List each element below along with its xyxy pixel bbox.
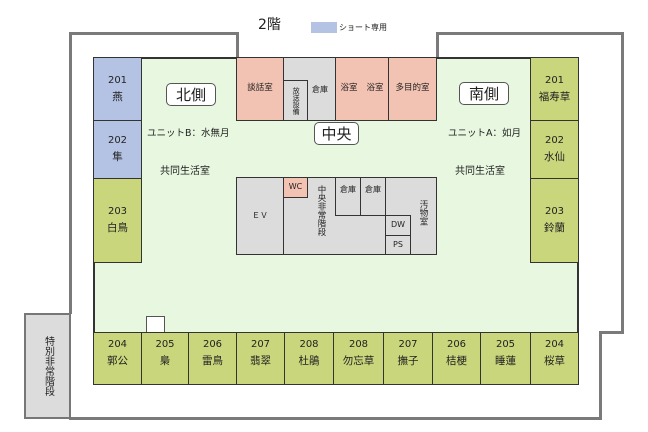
- special-emergency-stairs: 特別非常階段: [24, 313, 71, 419]
- outer-wall: [436, 32, 439, 58]
- dw-label: DW: [390, 220, 406, 230]
- room-number: 208: [348, 339, 369, 350]
- room-number: 208: [299, 339, 319, 350]
- room-south-205[interactable]: 205 睡蓮: [480, 332, 531, 385]
- outer-wall: [69, 417, 602, 420]
- bathroom-1: 浴室: [335, 57, 363, 121]
- room-number: 207: [398, 339, 418, 350]
- ev-label: ＥＶ: [252, 210, 268, 220]
- room-north-201[interactable]: 201 燕: [93, 57, 142, 121]
- room-north-204[interactable]: 204 郭公: [93, 332, 142, 385]
- room-number: 204: [544, 339, 565, 350]
- north-side-label: 北側: [166, 83, 216, 106]
- room-name: 福寿草: [538, 90, 571, 103]
- room-name: 水仙: [544, 151, 565, 164]
- room-name: 梟: [159, 355, 171, 367]
- room-number: 201: [107, 74, 128, 86]
- room-north-208[interactable]: 208 杜鵑: [284, 332, 334, 385]
- small-box: [146, 316, 165, 333]
- north-living-room: 共同生活室: [160, 166, 210, 177]
- bath-label: 浴室: [366, 83, 384, 94]
- room-name: 桔梗: [446, 355, 467, 367]
- wc: WC: [283, 177, 308, 198]
- storage-2: 倉庫: [360, 177, 386, 216]
- room-south-203[interactable]: 203 鈴蘭: [530, 178, 579, 263]
- room-north-205[interactable]: 205 梟: [141, 332, 189, 385]
- outer-wall: [236, 32, 239, 58]
- room-name: 白鳥: [107, 222, 128, 235]
- room-south-202[interactable]: 202 水仙: [530, 120, 579, 179]
- outer-wall: [599, 331, 602, 420]
- storage-label: 倉庫: [365, 185, 381, 194]
- elevator: ＥＶ: [236, 177, 284, 255]
- soiled-room-label: 汚物室: [418, 200, 428, 226]
- room-number: 205: [155, 339, 175, 350]
- room-south-204[interactable]: 204 桜草: [530, 332, 579, 385]
- room-north-206[interactable]: 206 雷鳥: [188, 332, 237, 385]
- outer-wall: [69, 32, 72, 314]
- storage-1: 倉庫: [335, 177, 361, 216]
- bathroom-2: 浴室: [362, 57, 389, 121]
- storage-label: 倉庫: [312, 85, 328, 94]
- dumbwaiter: DW: [385, 215, 411, 236]
- outer-wall: [69, 32, 239, 35]
- room-name: 燕: [112, 90, 123, 103]
- room-number: 206: [446, 339, 467, 350]
- room-number: 202: [544, 135, 565, 147]
- room-south-207[interactable]: 207 撫子: [383, 332, 433, 385]
- wc-label: WC: [288, 182, 303, 192]
- pipe-space: PS: [385, 235, 411, 255]
- special-emergency-stairs-label: 特別非常階段: [42, 336, 54, 396]
- room-name: 睡蓮: [495, 355, 516, 367]
- room-name: 鈴蘭: [544, 222, 565, 235]
- room-name: 桜草: [544, 355, 565, 367]
- room-number: 204: [107, 339, 128, 350]
- lounge-label: 談話室: [247, 83, 273, 94]
- room-name: 撫子: [397, 355, 419, 367]
- room-north-202[interactable]: 202 隼: [93, 120, 142, 179]
- room-name: 隼: [112, 151, 123, 164]
- room-south-206[interactable]: 206 桔梗: [432, 332, 481, 385]
- outer-wall: [436, 32, 624, 35]
- room-name: 翡翠: [250, 355, 271, 367]
- room-name: 杜鵑: [298, 355, 320, 367]
- room-name: 勿忘草: [342, 355, 375, 367]
- room-number: 206: [202, 339, 223, 350]
- room-number: 205: [495, 339, 516, 350]
- room-name: 郭公: [107, 355, 128, 367]
- room-number: 207: [250, 339, 271, 350]
- lounge: 談話室: [236, 57, 284, 121]
- center-label: 中央: [314, 122, 359, 145]
- south-living-room: 共同生活室: [455, 166, 505, 177]
- broadcast-label: 放送設備: [292, 86, 301, 115]
- room-number: 203: [544, 206, 565, 218]
- central-stairs-label: 中央非常階段: [316, 185, 326, 236]
- room-south-208[interactable]: 208 勿忘草: [333, 332, 384, 385]
- room-number: 201: [544, 74, 565, 86]
- outer-wall: [599, 331, 624, 334]
- legend-label: ショート専用: [339, 23, 387, 32]
- room-number: 203: [107, 206, 128, 218]
- ps-label: PS: [393, 239, 403, 249]
- outer-wall: [621, 32, 624, 334]
- multipurpose-room: 多目的室: [388, 57, 437, 121]
- room-name: 雷鳥: [202, 355, 223, 367]
- unit-a-label: ユニットA：如月: [448, 128, 521, 139]
- south-side-label: 南側: [459, 82, 509, 105]
- room-north-207[interactable]: 207 翡翠: [236, 332, 285, 385]
- legend-swatch-short-stay: [311, 22, 337, 33]
- bath-label: 浴室: [340, 83, 358, 94]
- broadcast-equipment: 放送設備: [283, 80, 308, 121]
- floor-title: 2階: [258, 17, 281, 33]
- unit-b-label: ユニットB：水無月: [147, 128, 230, 139]
- multipurpose-label: 多目的室: [395, 83, 430, 94]
- room-number: 202: [107, 135, 128, 147]
- storage-label: 倉庫: [340, 185, 356, 194]
- room-south-201[interactable]: 201 福寿草: [530, 57, 579, 121]
- room-north-203[interactable]: 203 白鳥: [93, 178, 142, 263]
